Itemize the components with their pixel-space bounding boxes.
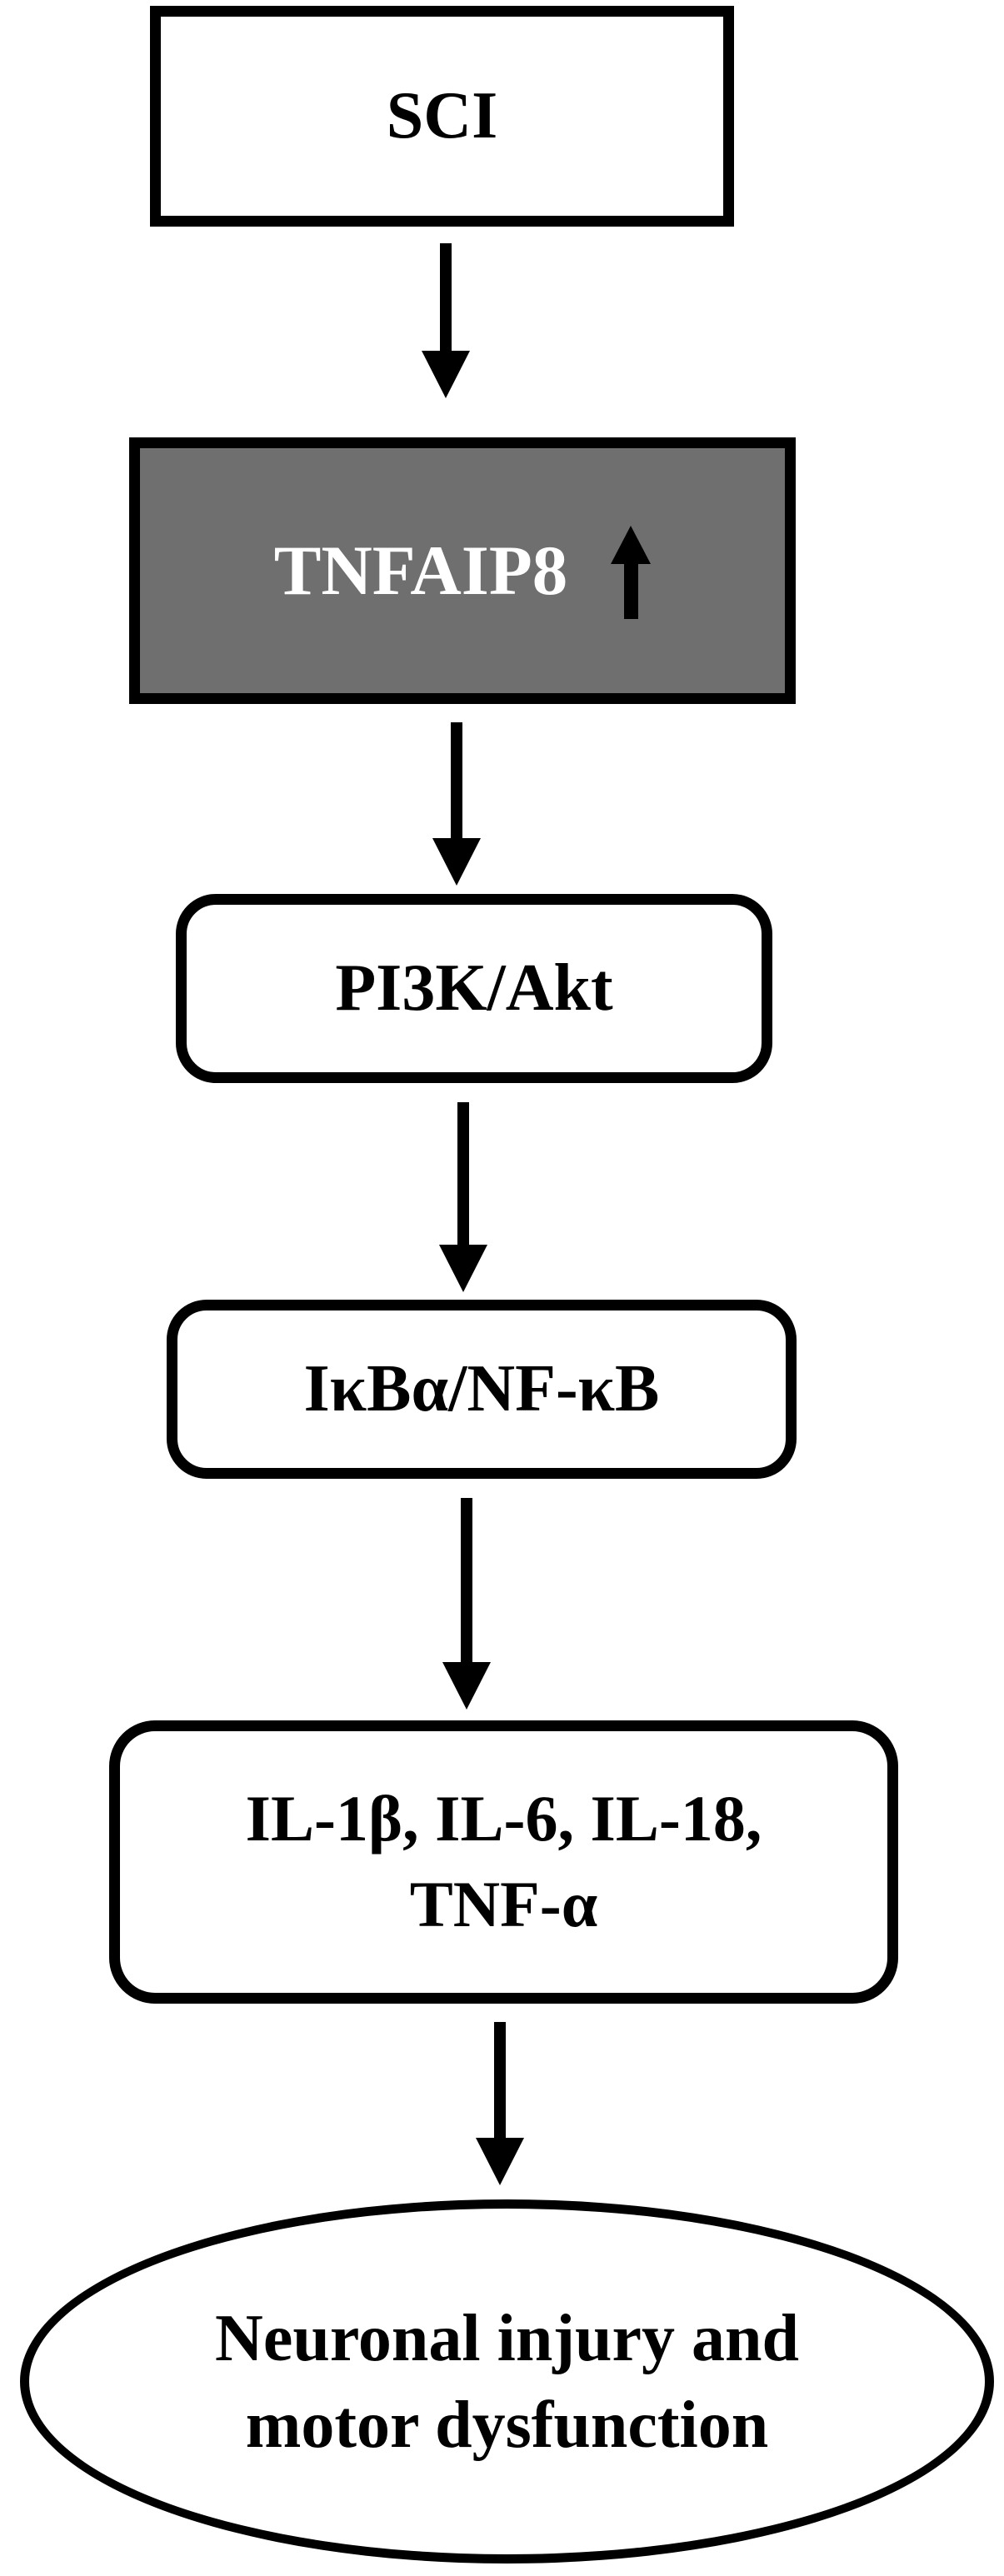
arrow-head	[476, 2138, 524, 2185]
arrow-ikb-to-cytokines	[442, 1498, 491, 1710]
arrow-head	[439, 1245, 487, 1292]
arrow-head	[432, 838, 481, 886]
arrow-tnfaip8-to-pi3k	[432, 722, 481, 886]
node-tnfaip8-label: TNFAIP8	[273, 532, 568, 610]
arrow-pi3k-to-ikb	[439, 1102, 487, 1292]
arrow-shaft	[440, 243, 452, 351]
node-sci: SCI	[150, 6, 734, 227]
node-pi3k-akt: PI3K/Akt	[176, 894, 772, 1083]
node-sci-label: SCI	[386, 79, 498, 152]
node-cytokines-line2: TNF-α	[409, 1868, 598, 1940]
node-ikba-nfkb: IκBα/NF-κB	[167, 1300, 797, 1479]
arrow-shaft	[451, 722, 462, 838]
arrow-sci-to-tnfaip8	[422, 243, 470, 398]
node-tnfaip8: TNFAIP8	[129, 437, 796, 704]
node-cytokines: IL-1β, IL-6, IL-18, TNF-α	[109, 1720, 898, 2004]
node-outcome-line1: Neuronal injury and	[215, 2301, 799, 2375]
up-arrow-icon	[611, 526, 652, 619]
arrow-shaft	[457, 1102, 469, 1245]
arrow-cytokines-to-outcome	[476, 2022, 524, 2185]
node-cytokines-line1: IL-1β, IL-6, IL-18,	[245, 1782, 762, 1855]
node-ikba-nfkb-label: IκBα/NF-κB	[303, 1352, 660, 1425]
node-pi3k-akt-label: PI3K/Akt	[335, 951, 613, 1025]
arrow-shaft	[494, 2022, 506, 2138]
up-arrow-head	[611, 526, 652, 564]
node-outcome-line2: motor dysfunction	[245, 2388, 769, 2462]
node-outcome: Neuronal injury and motor dysfunction	[20, 2199, 994, 2564]
arrow-head	[442, 1662, 491, 1710]
up-arrow-shaft	[623, 564, 638, 619]
arrow-head	[422, 351, 470, 398]
arrow-shaft	[461, 1498, 472, 1662]
